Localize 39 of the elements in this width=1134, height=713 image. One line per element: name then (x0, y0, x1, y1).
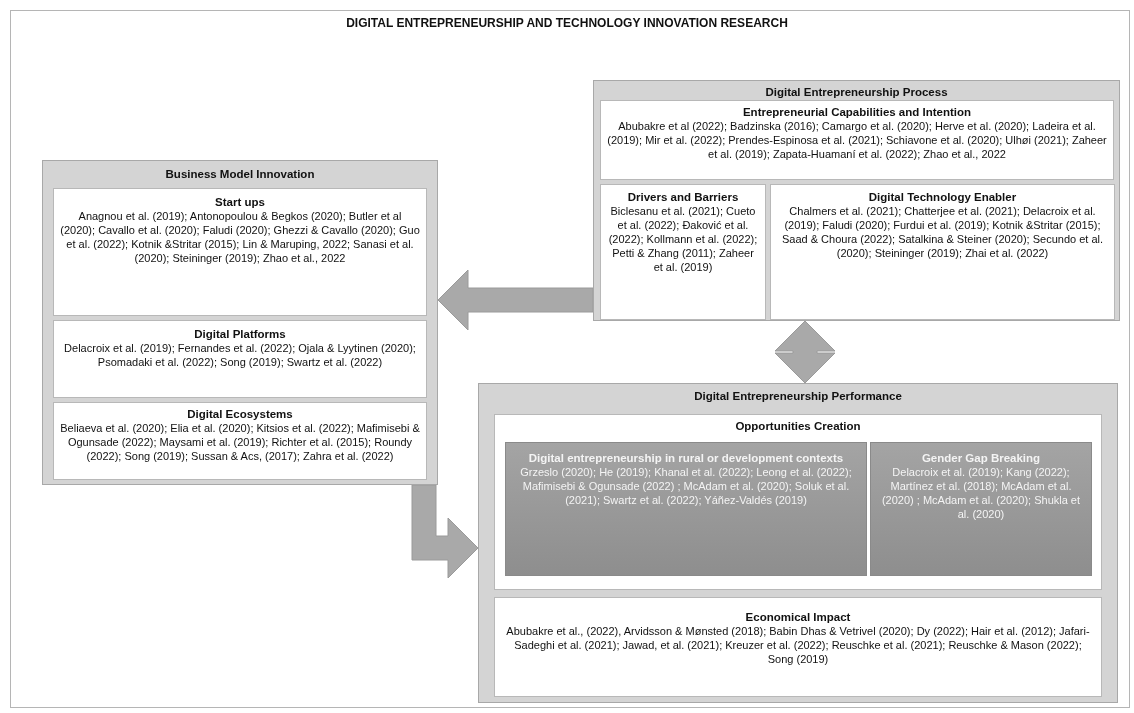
reference-list: Beliaeva et al. (2020); Elia et al. (2020); Kitsios et al. (2022); Mafimisebi & Ogunsade (2022); Maysami et al. (2019); Richter et al. (2015); Roundy (2022); Song (2019); Sussan & Acs, (2017); Zahra et al. (2022) (60, 421, 420, 463)
section-heading: Entrepreneurial Capabilities and Intention (741, 105, 973, 119)
topic-box (600, 100, 1114, 180)
topic-box (494, 414, 1102, 590)
section-heading: Digital Entrepreneurship Process (764, 85, 949, 99)
topic-box (53, 188, 427, 316)
reference-list: Grzeslo (2020); He (2019); Khanal et al. (2022); Leong et al. (2022); Mafimisebi & Ogunsade (2022) ; McAdam et al. (2020); Soluk et al. (2021); Swartz et al. (2022); Yáñez-Valdés (2019) (512, 465, 860, 507)
group-panel (42, 160, 438, 485)
block-arrow (437, 269, 594, 331)
section-heading: Digital entrepreneurship in rural or development contexts (527, 451, 845, 465)
section-heading: Digital Ecosystems (186, 407, 294, 421)
section-heading: Opportunities Creation (734, 419, 862, 433)
section-heading: Digital Platforms (193, 327, 287, 341)
topic-box (870, 442, 1092, 576)
reference-list: Delacroix et al. (2019); Fernandes et al. (2022); Ojala & Lyytinen (2020); Psomadaki et al. (2022); Song (2019); Swartz et al. (2022) (60, 341, 420, 369)
block-arrow (774, 320, 836, 384)
diagram-title: DIGITAL ENTREPRENEURSHIP AND TECHNOLOGY INNOVATION RESEARCH (345, 16, 789, 30)
section-heading: Drivers and Barriers (626, 190, 740, 204)
reference-list: Delacroix et al. (2019); Kang (2022); Martínez et al. (2018); McAdam et al. (2020) ; McAdam et al. (2020); Shukla et al. (2020) (877, 465, 1085, 521)
reference-list: Anagnou et al. (2019); Antonopoulou & Begkos (2020); Butler et al (2020); Cavallo et al. (2020); Faludi (2020); Ghezzi & Cavallo (2020); Guo et al. (2022); Kotnik &Stritar (2015); Lin & Maruping, 2022; Sanasi et al. (2020); Steininger (2019); Zhao et al., 2022 (60, 209, 420, 265)
topic-box (494, 597, 1102, 697)
topic-box (770, 184, 1115, 320)
section-heading: Digital Technology Enabler (867, 190, 1018, 204)
section-heading: Digital Entrepreneurship Performance (693, 389, 903, 403)
reference-list: Abubakre et al., (2022), Arvidsson & Mønsted (2018); Babin Dhas & Vetrivel (2020); Dy (2022); Hair et al. (2012); Jafari-Sadeghi et al. (2021); Jawad, et al. (2021); Kreuzer et al. (2022); Reuschke et al. (2021); Reuschke & Mason (2022); Song (2019) (501, 624, 1095, 666)
section-heading: Gender Gap Breaking (920, 451, 1042, 465)
block-arrow (411, 484, 479, 579)
group-panel (478, 383, 1118, 703)
topic-box (53, 402, 427, 480)
topic-box (600, 184, 766, 320)
section-heading: Start ups (214, 195, 266, 209)
topic-box (53, 320, 427, 398)
section-heading: Economical Impact (744, 610, 852, 624)
reference-list: Chalmers et al. (2021); Chatterjee et al. (2021); Delacroix et al. (2019); Faludi (2020); Furdui et al. (2019); Kotnik &Stritar (2015); Saad & Choura (2022); Satalkina & Steiner (2020); Secundo et al. (2020); Steininger (2019); Zhai et al. (2022) (777, 204, 1108, 260)
reference-list: Abubakre et al (2022); Badzinska (2016); Camargo et al. (2020); Herve et al. (2020); Ladeira et al. (2019); Mir et al. (2022); Prendes-Espinosa et al. (2021); Schiavone et al. (2020); Ulhøi (2021); Zaheer et al. (2019); Zapata-Huamaní et al. (2022); Zhao et al., 2022 (607, 119, 1107, 161)
section-heading: Business Model Innovation (164, 167, 316, 181)
group-panel (593, 80, 1120, 321)
reference-list: Biclesanu et al. (2021); Cueto et al. (2022); Đaković et al. (2022); Kollmann et al. (2022); Petti & Zhang (2011); Zaheer et al. (2019) (607, 204, 759, 274)
topic-box (505, 442, 867, 576)
